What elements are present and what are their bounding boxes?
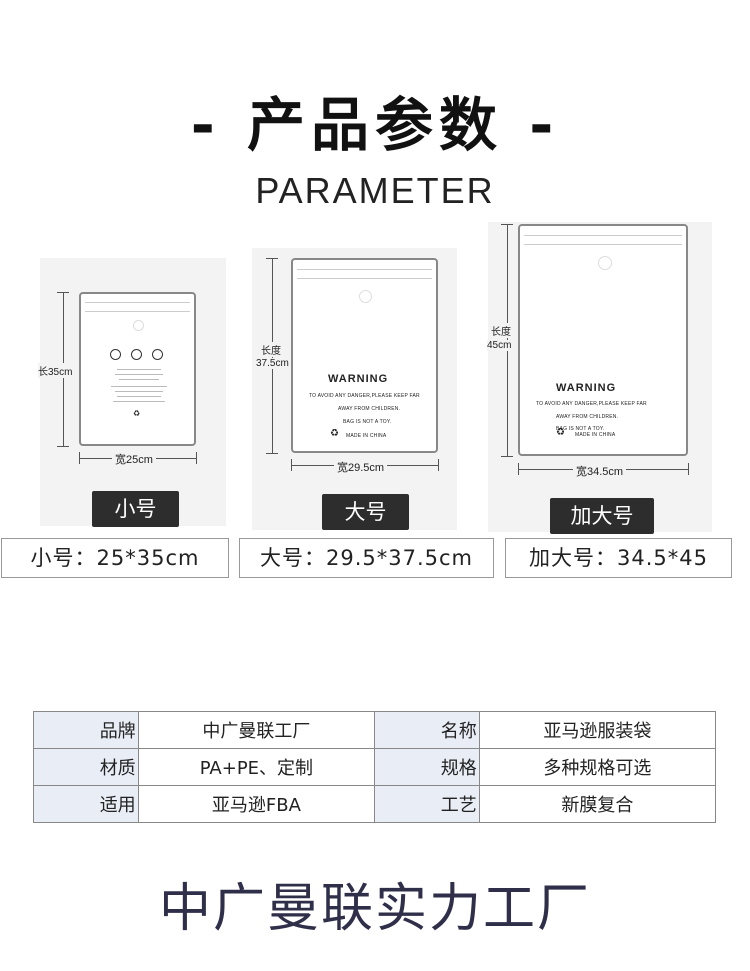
warning-pictogram-icon <box>152 349 163 360</box>
warning-line: AWAY FROM CHILDREN. <box>556 414 619 420</box>
spec-key: 规格 <box>374 748 480 786</box>
spec-value: 中广曼联工厂 <box>137 711 376 749</box>
spec-key: 适用 <box>33 785 139 823</box>
bag-small: ♻ <box>79 292 196 446</box>
height-label: 45cm <box>487 340 512 351</box>
warning-pictogram-icon <box>110 349 121 360</box>
warning-title: WARNING <box>556 382 617 394</box>
spec-value: 多种规格可选 <box>478 748 717 786</box>
warning-pictogram-icon <box>131 349 142 360</box>
size-badge-large: 大号 <box>322 494 409 530</box>
spec-key: 材质 <box>33 748 139 786</box>
made-in-label: MADE IN CHINA <box>575 432 616 438</box>
logo-circle-icon <box>359 290 372 303</box>
made-in-label: MADE IN CHINA <box>346 433 387 439</box>
bag-xlarge: WARNING TO AVOID ANY DANGER,PLEASE KEEP … <box>518 224 688 456</box>
bag-large: WARNING TO AVOID ANY DANGER,PLEASE KEEP … <box>291 258 438 453</box>
spec-key: 名称 <box>374 711 480 749</box>
page-title: - 产品参数 - <box>190 91 560 159</box>
recycle-icon: ♻ <box>330 428 339 439</box>
height-label: 37.5cm <box>256 358 289 369</box>
width-label: 宽34.5cm <box>573 463 627 479</box>
recycle-icon: ♻ <box>556 427 565 438</box>
table-row: 材质 PA+PE、定制 规格 多种规格可选 <box>33 748 717 786</box>
table-row: 品牌 中广曼联工厂 名称 亚马逊服装袋 <box>33 711 717 749</box>
spec-key: 工艺 <box>374 785 480 823</box>
warning-line: TO AVOID ANY DANGER,PLEASE KEEP FAR <box>309 393 420 399</box>
height-label: 长35cm <box>38 363 73 378</box>
warning-line: TO AVOID ANY DANGER,PLEASE KEEP FAR <box>536 401 647 407</box>
warning-line: BAG IS NOT A TOY. <box>556 426 605 432</box>
spec-key: 品牌 <box>33 711 139 749</box>
size-spec-xlarge: 加大号：34.5*45 <box>505 538 732 578</box>
logo-circle-icon <box>133 320 144 331</box>
size-badge-xlarge: 加大号 <box>550 498 654 534</box>
width-label: 宽29.5cm <box>334 459 388 475</box>
page-subtitle: PARAMETER <box>255 170 495 211</box>
spec-value: 新膜复合 <box>478 785 717 823</box>
size-spec-large: 大号：29.5*37.5cm <box>239 538 494 578</box>
logo-circle-icon <box>598 256 612 270</box>
size-badge-small: 小号 <box>92 491 179 527</box>
warning-line: AWAY FROM CHILDREN. <box>338 406 401 412</box>
warning-line: BAG IS NOT A TOY. <box>343 419 392 425</box>
spec-value: 亚马逊服装袋 <box>478 711 717 749</box>
width-label: 宽25cm <box>112 451 156 467</box>
table-row: 适用 亚马逊FBA 工艺 新膜复合 <box>33 785 717 823</box>
height-label: 长度 <box>261 342 281 357</box>
footer-slogan: 中广曼联实力工厂 <box>158 879 591 939</box>
spec-table: 品牌 中广曼联工厂 名称 亚马逊服装袋 材质 PA+PE、定制 规格 多种规格可… <box>33 711 717 823</box>
spec-value: 亚马逊FBA <box>137 785 376 823</box>
warning-title: WARNING <box>328 373 389 385</box>
recycle-icon: ♻ <box>133 409 141 418</box>
size-spec-small: 小号：25*35cm <box>1 538 229 578</box>
height-label: 长度 <box>491 323 511 338</box>
spec-value: PA+PE、定制 <box>137 748 376 786</box>
